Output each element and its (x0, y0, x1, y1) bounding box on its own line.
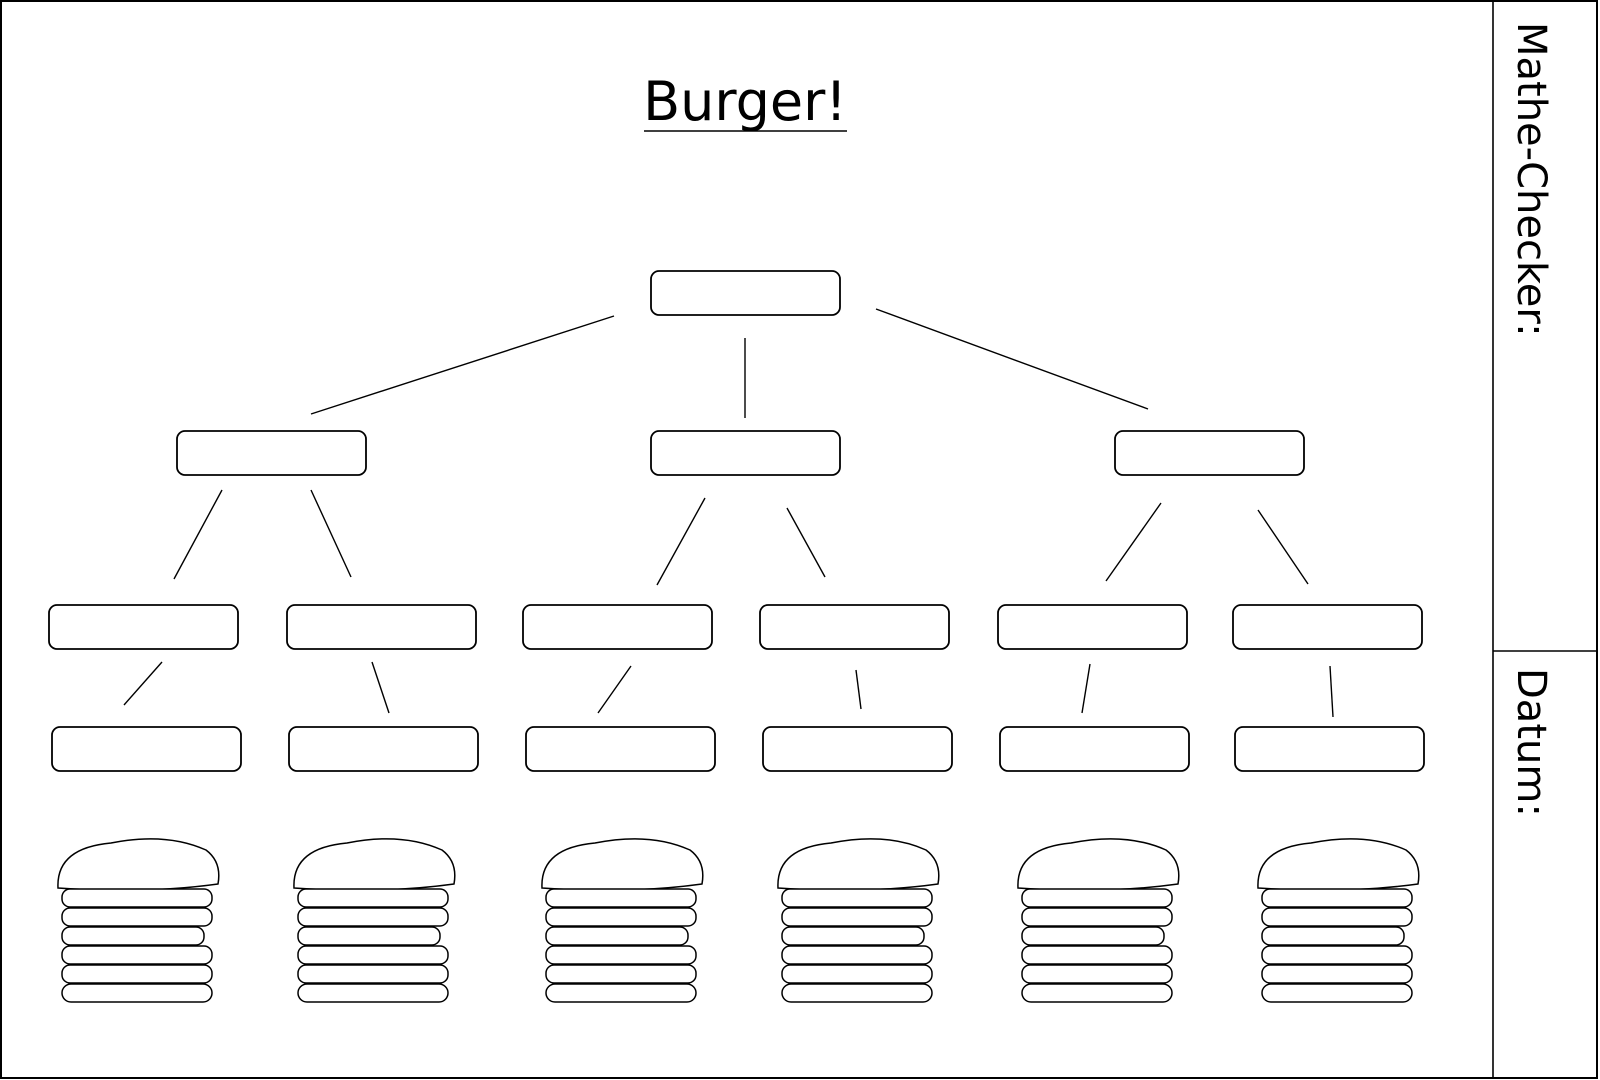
level2-box[interactable] (286, 604, 477, 650)
burger-layer (781, 888, 933, 908)
burger-layer (1261, 926, 1405, 946)
burger-icon (1257, 838, 1420, 1003)
burger-layer (297, 907, 449, 927)
burger-layer (781, 926, 925, 946)
burger-layer (1021, 888, 1173, 908)
level1-box[interactable] (1114, 430, 1305, 476)
burger-icon (541, 838, 704, 1003)
burger-layer (545, 945, 697, 965)
burger-layer (781, 964, 933, 984)
burger-layer (297, 964, 449, 984)
level3-box[interactable] (288, 726, 479, 772)
burger-layer (1261, 888, 1413, 908)
burger-icon (57, 838, 220, 1003)
burger-layer (781, 907, 933, 927)
burger-layer (1021, 945, 1173, 965)
level3-box[interactable] (1234, 726, 1425, 772)
burger-layer (1261, 964, 1413, 984)
burger-layer (545, 888, 697, 908)
level3-box[interactable] (525, 726, 716, 772)
burger-layer (1021, 926, 1165, 946)
burger-row (57, 838, 1420, 1003)
burger-layer (61, 888, 213, 908)
level3-box[interactable] (762, 726, 953, 772)
level3-box[interactable] (51, 726, 242, 772)
burger-layer (1261, 907, 1413, 927)
burger-bottom-bun (1021, 983, 1173, 1003)
date-label: Datum: (1508, 668, 1554, 817)
burger-layer (781, 945, 933, 965)
checker-label: Mathe-Checker: (1508, 22, 1554, 337)
level1-box[interactable] (176, 430, 367, 476)
level2-box[interactable] (522, 604, 713, 650)
level1-box[interactable] (650, 430, 841, 476)
burger-layer (61, 926, 205, 946)
level3-box[interactable] (999, 726, 1190, 772)
burger-layer (297, 926, 441, 946)
burger-layer (545, 907, 697, 927)
level2-box[interactable] (759, 604, 950, 650)
burger-bottom-bun (61, 983, 213, 1003)
burger-layer (61, 964, 213, 984)
burger-bottom-bun (1261, 983, 1413, 1003)
burger-bottom-bun (781, 983, 933, 1003)
level2-box[interactable] (997, 604, 1188, 650)
tree-connectors (123, 308, 1334, 718)
burger-layer (1021, 907, 1173, 927)
burger-icon (1017, 838, 1180, 1003)
burger-icon (293, 838, 456, 1003)
burger-bottom-bun (297, 983, 449, 1003)
burger-layer (61, 907, 213, 927)
root-box[interactable] (650, 270, 841, 316)
page-title: Burger! (643, 70, 847, 133)
answer-boxes (48, 270, 1425, 772)
burger-layer (545, 926, 689, 946)
burger-layer (545, 964, 697, 984)
level2-box[interactable] (48, 604, 239, 650)
burger-bottom-bun (545, 983, 697, 1003)
burger-layer (1021, 964, 1173, 984)
burger-layer (1261, 945, 1413, 965)
burger-layer (61, 945, 213, 965)
burger-layer (297, 888, 449, 908)
level2-box[interactable] (1232, 604, 1423, 650)
burger-layer (297, 945, 449, 965)
burger-icon (777, 838, 940, 1003)
